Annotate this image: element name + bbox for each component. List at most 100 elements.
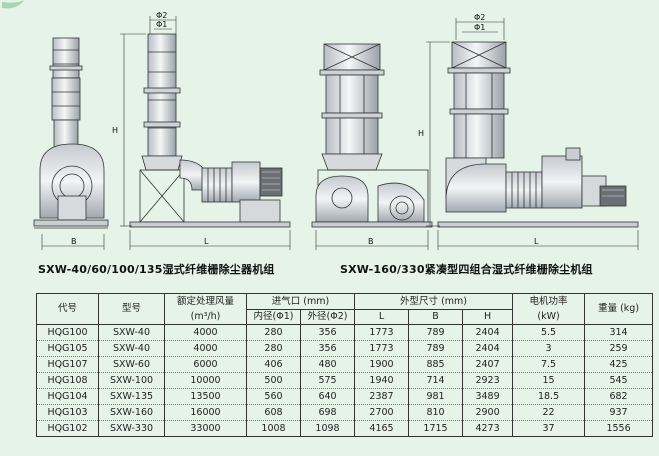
cell-weight: 1556 (584, 420, 654, 437)
dimension-b-left-label: B (71, 237, 77, 246)
cell-model: SXW-135 (98, 388, 165, 405)
cell-inlet-outer: 1098 (299, 420, 356, 437)
cell-size-h: 2900 (462, 404, 514, 421)
cell-code: HQG108 (36, 372, 99, 389)
cell-inlet-outer: 356 (299, 324, 356, 341)
cell-size-h: 2404 (462, 340, 514, 357)
header-airflow: 额定处理风量 (164, 293, 247, 310)
cell-airflow: 4000 (164, 340, 247, 357)
dimension-phi1-right-label: Φ1 (474, 23, 485, 32)
cell-size-l: 4165 (354, 420, 410, 437)
table-row: HQG103 SXW-160 16000 608 698 2700 810 29… (36, 404, 654, 421)
header-size: 外型尺寸 (mm) (354, 293, 514, 310)
table-row: HQG102 SXW-330 33000 1008 1098 4165 1715… (36, 420, 654, 437)
cell-code: HQG104 (36, 388, 99, 405)
cell-size-l: 1940 (354, 372, 410, 389)
dimension-l-left (129, 230, 291, 250)
table-row: HQG107 SXW-60 6000 406 480 1900 885 2407… (36, 356, 654, 373)
cell-weight: 425 (584, 356, 654, 373)
cell-inlet-inner: 560 (246, 388, 301, 405)
cell-inlet-outer: 698 (299, 404, 356, 421)
cell-inlet-outer: 356 (299, 340, 356, 357)
cell-power: 7.5 (512, 356, 586, 373)
table-row: HQG108 SXW-100 10000 500 575 1940 714 29… (36, 372, 654, 389)
cell-weight: 937 (584, 404, 654, 421)
cell-weight: 682 (584, 388, 654, 405)
dimension-h-right-label: H (418, 129, 424, 138)
dimension-b-right-label: B (368, 237, 374, 246)
cell-weight: 545 (584, 372, 654, 389)
right-unit-side-view (437, 41, 639, 228)
cell-airflow: 10000 (164, 372, 247, 389)
right-unit-front-view (311, 43, 433, 228)
cell-code: HQG105 (36, 340, 99, 357)
dimension-phi1-left-label: Φ1 (156, 20, 167, 29)
table-row: HQG104 SXW-135 13500 560 640 2387 981 34… (36, 388, 654, 405)
cell-size-b: 885 (408, 356, 464, 373)
header-size-l: L (354, 309, 410, 325)
cell-size-h: 3489 (462, 388, 514, 405)
left-unit-side-view (129, 33, 291, 228)
cell-model: SXW-60 (98, 356, 165, 373)
cell-code: HQG102 (36, 420, 99, 437)
dimension-phi2-right-label: Φ2 (474, 13, 485, 22)
cell-inlet-inner: 406 (246, 356, 301, 373)
cell-code: HQG100 (36, 324, 99, 341)
header-size-b: B (408, 309, 464, 325)
cell-size-b: 810 (408, 404, 464, 421)
cell-power: 22 (512, 404, 586, 421)
cell-model: SXW-100 (98, 372, 165, 389)
cell-airflow: 4000 (164, 324, 247, 341)
cell-model: SXW-330 (98, 420, 165, 437)
cell-inlet-inner: 280 (246, 324, 301, 341)
cell-size-h: 4273 (462, 420, 514, 437)
dimension-h-left-label: H (112, 126, 118, 135)
cell-size-b: 789 (408, 340, 464, 357)
table-row: HQG100 SXW-40 4000 280 356 1773 789 2404… (36, 324, 654, 341)
dimension-h-left (120, 33, 146, 227)
cell-size-l: 1773 (354, 340, 410, 357)
dimension-b-right (315, 230, 429, 250)
cell-model: SXW-40 (98, 324, 165, 341)
header-inlet-inner: 内径(Φ1) (246, 309, 301, 325)
cell-weight: 259 (584, 340, 654, 357)
cell-power: 5.5 (512, 324, 586, 341)
cell-size-l: 2387 (354, 388, 410, 405)
cell-size-b: 981 (408, 388, 464, 405)
dimension-l-left-label: L (204, 237, 209, 246)
dimension-l-right-label: L (534, 237, 539, 246)
cell-airflow: 16000 (164, 404, 247, 421)
header-power-unit: (kW) (512, 309, 586, 325)
cell-size-h: 2404 (462, 324, 514, 341)
cell-inlet-inner: 608 (246, 404, 301, 421)
cell-inlet-outer: 640 (299, 388, 356, 405)
header-weight: 重量 (kg) (584, 293, 654, 325)
cell-size-b: 789 (408, 324, 464, 341)
cell-inlet-outer: 480 (299, 356, 356, 373)
cell-inlet-inner: 1008 (246, 420, 301, 437)
cell-size-l: 1900 (354, 356, 410, 373)
cell-power: 15 (512, 372, 586, 389)
leaf-decoration (2, 0, 24, 9)
header-code: 代号 (36, 293, 99, 325)
header-inlet-outer: 外径(Φ2) (299, 309, 356, 325)
cell-size-l: 1773 (354, 324, 410, 341)
cell-size-b: 1715 (408, 420, 464, 437)
cell-size-h: 2407 (462, 356, 514, 373)
cell-airflow: 13500 (164, 388, 247, 405)
right-unit-caption: SXW-160/330紧凑型四组合湿式纤维栅除尘机组 (340, 263, 593, 276)
cell-code: HQG103 (36, 404, 99, 421)
header-size-h: H (462, 309, 514, 325)
table-row: HQG105 SXW-40 4000 280 356 1773 789 2404… (36, 340, 654, 357)
cell-airflow: 6000 (164, 356, 247, 373)
dimension-h-right (426, 41, 450, 227)
cell-weight: 314 (584, 324, 654, 341)
equipment-drawings: B Φ2 (2, 0, 639, 250)
dimension-b-left (41, 234, 105, 250)
cell-model: SXW-40 (98, 340, 165, 357)
dimension-phi-right (455, 18, 505, 40)
specification-table: 代号 型号 额定处理风量 进气口 (mm) 外型尺寸 (mm) 电机功率 重量 … (36, 293, 654, 437)
left-unit-front-view (33, 37, 109, 229)
dimension-l-right (437, 230, 639, 250)
header-inlet: 进气口 (mm) (245, 293, 356, 310)
